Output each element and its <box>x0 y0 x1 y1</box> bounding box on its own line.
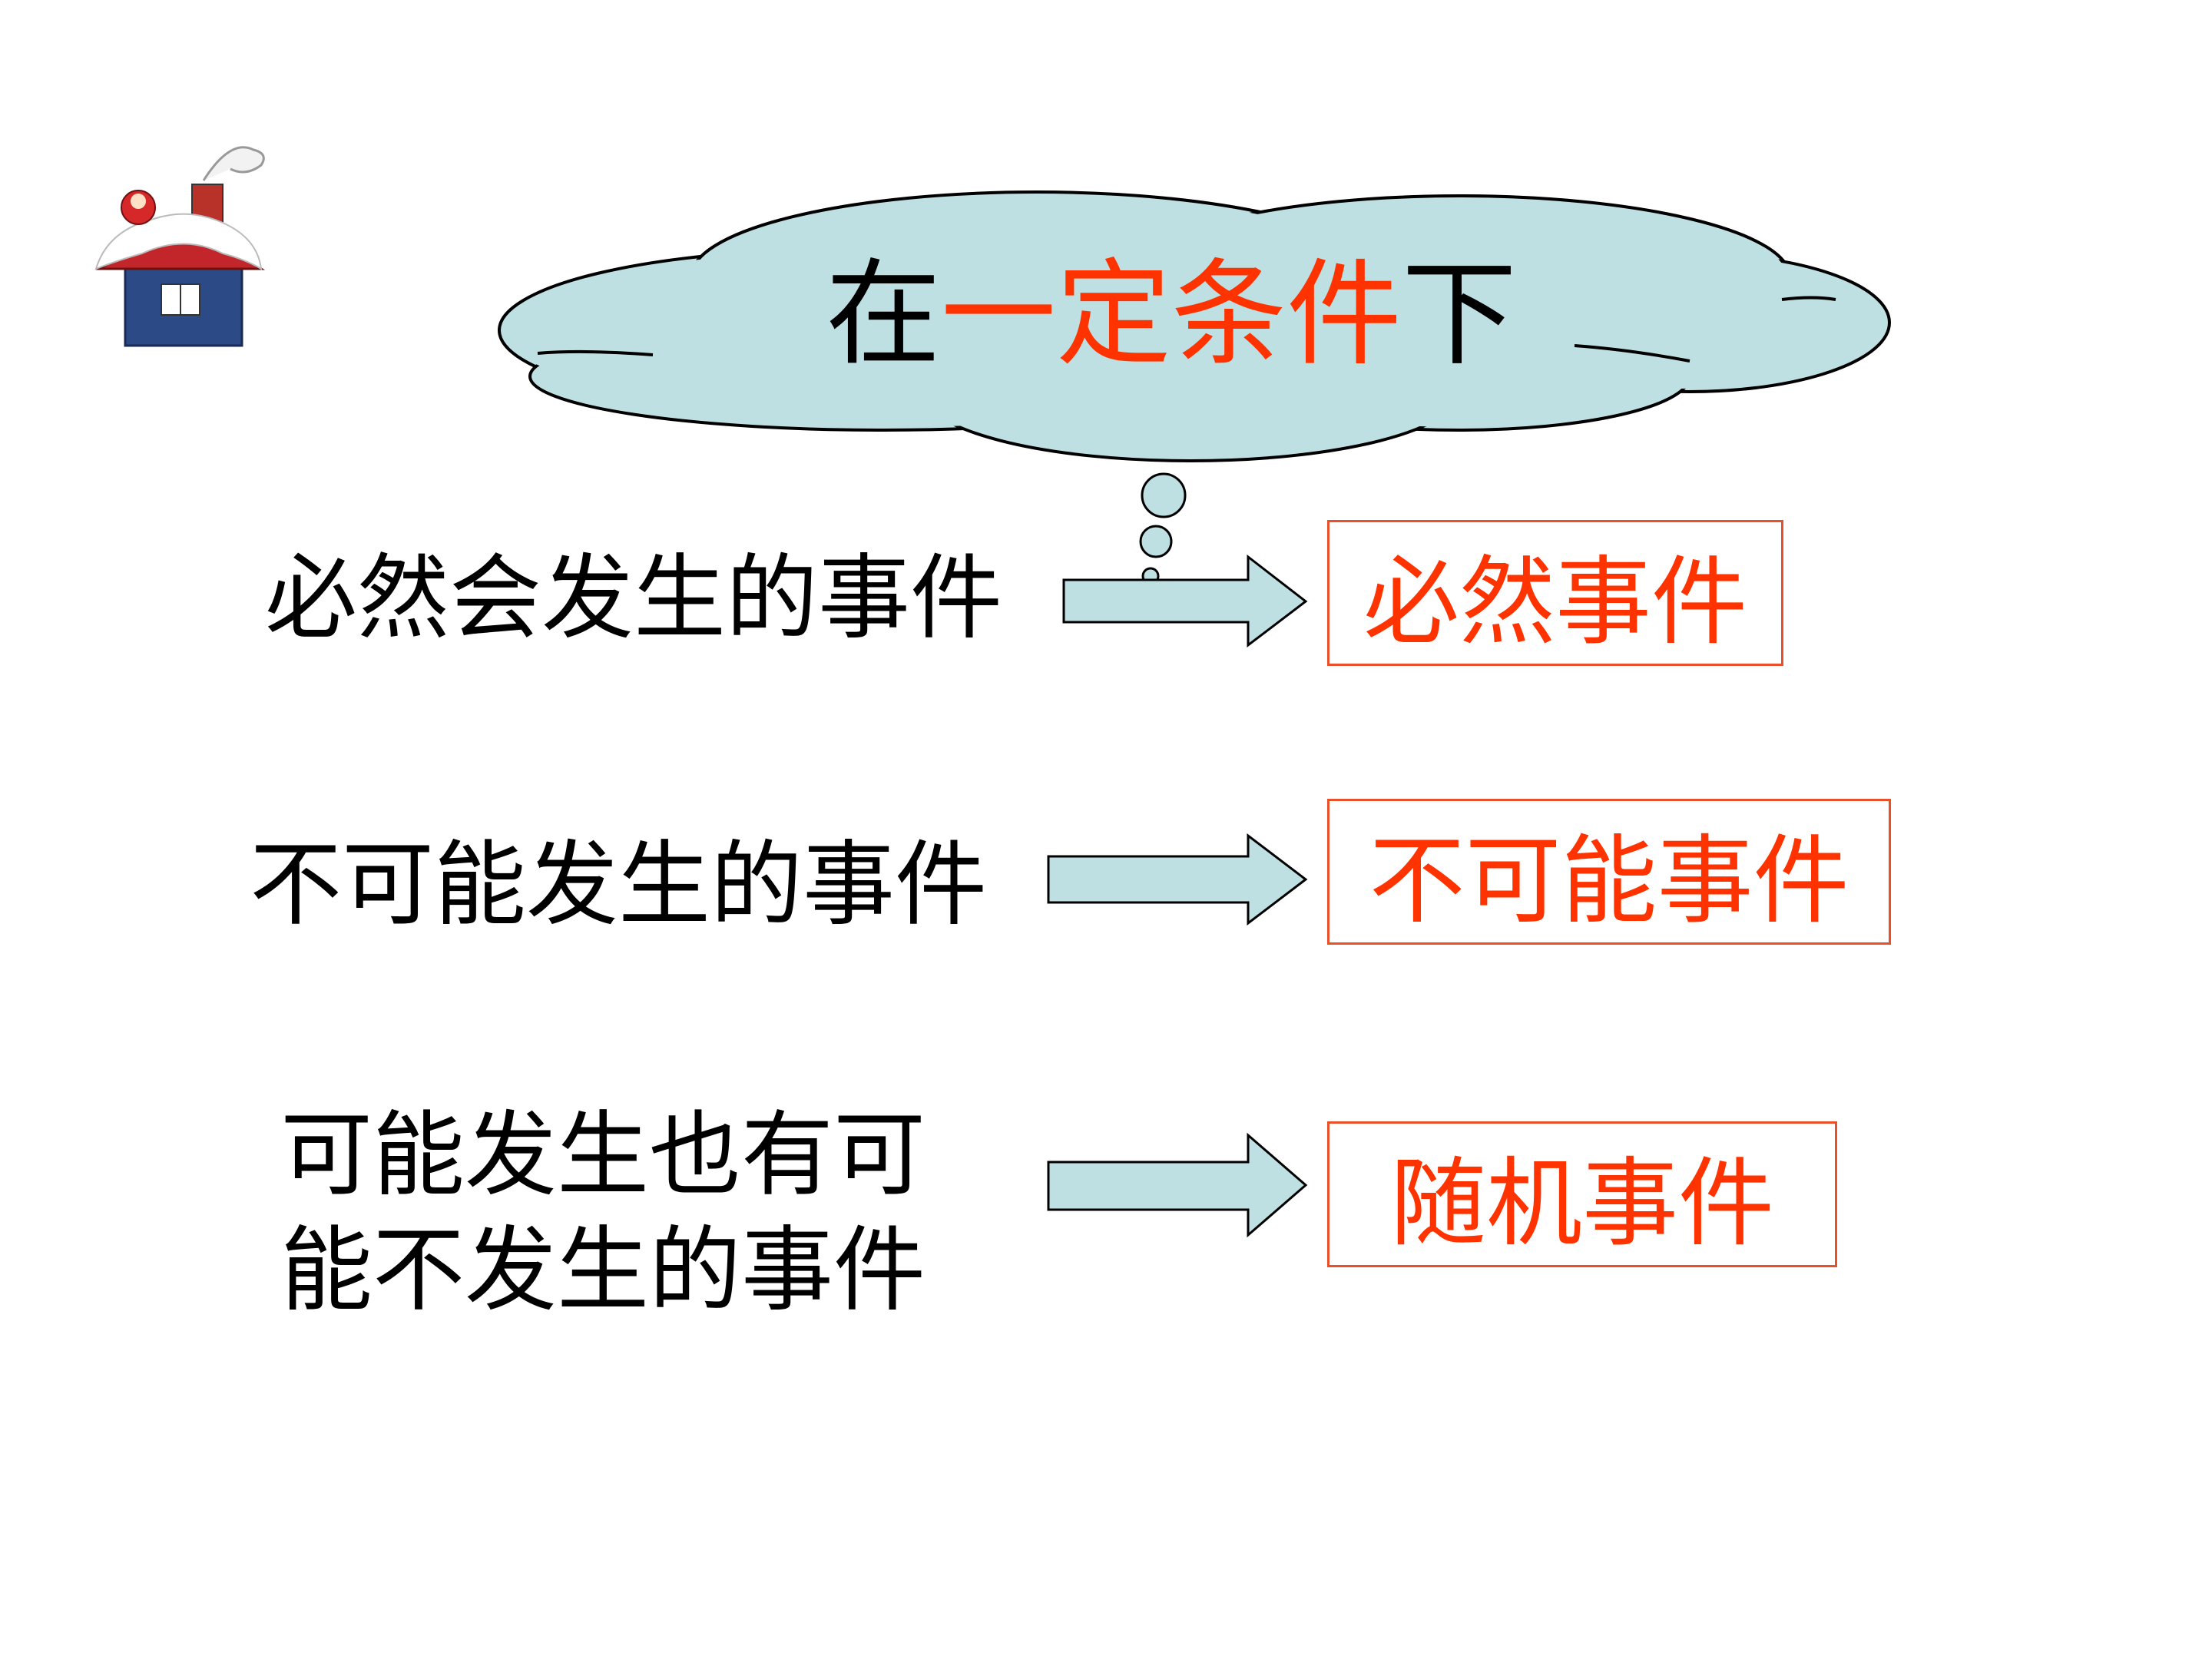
row-3-description-line-1: 可能发生也有可 <box>280 1102 926 1209</box>
row-1-description: 必然会发生的事件 <box>265 545 1002 652</box>
condition-title: 在一定条件下 <box>691 238 1651 392</box>
row-3-description-line-2: 能不发生的事件 <box>280 1217 926 1324</box>
row-3-term: 随机事件 <box>1390 1147 1774 1260</box>
row-3-term-box: 随机事件 <box>1327 1121 1837 1267</box>
row-2-term-box: 不可能事件 <box>1327 799 1891 945</box>
thought-cloud <box>498 190 1891 462</box>
row-1-term-box: 必然事件 <box>1327 520 1783 666</box>
condition-prefix: 在 <box>825 248 941 382</box>
arrow-right-1 <box>1062 554 1308 648</box>
row-1-term: 必然事件 <box>1363 546 1747 658</box>
row-2-description: 不可能发生的事件 <box>250 832 987 939</box>
snowy-house-icon <box>94 146 266 347</box>
row-2-term: 不可能事件 <box>1369 825 1849 937</box>
thought-bubbles <box>1139 472 1187 585</box>
condition-highlight: 一定条件 <box>940 248 1402 382</box>
condition-suffix: 下 <box>1402 248 1518 382</box>
arrow-right-2 <box>1047 833 1308 926</box>
arrow-right-3 <box>1047 1132 1308 1238</box>
